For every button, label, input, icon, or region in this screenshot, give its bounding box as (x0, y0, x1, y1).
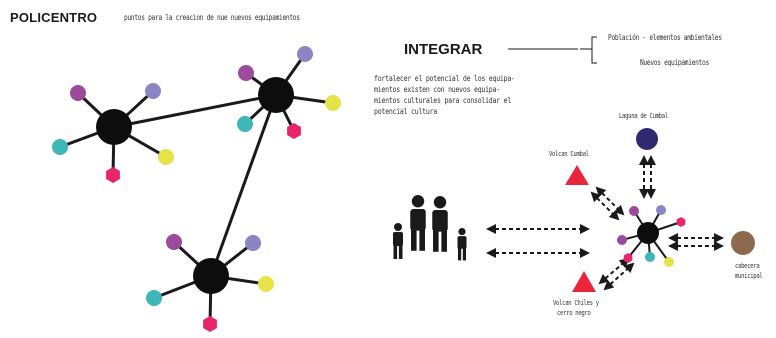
blue-node (145, 83, 161, 99)
policentro-hub-right (258, 77, 294, 113)
pink-node (623, 253, 633, 263)
laguna-de-cumbal-node (636, 128, 658, 150)
yellow-node (325, 95, 341, 111)
integrar-heading: INTEGRAR (404, 41, 483, 58)
blue-node (297, 46, 313, 62)
paragraph-line: fortalecer el potencial de los equipa- (374, 74, 515, 83)
population-hub (637, 222, 659, 244)
label-volcan-cumbal: Volcan Cumbal (549, 150, 589, 158)
teal-node (645, 252, 655, 262)
teal-node (237, 116, 253, 132)
cabecera-municipal-node (731, 231, 755, 255)
paragraph-line: mientos existen con nuevos equipa- (374, 85, 500, 94)
connector-line (112, 93, 278, 129)
blue-node (656, 205, 666, 215)
integrar-item-poblacion: Población - elementos ambientales (608, 33, 722, 42)
pink-node (287, 123, 301, 139)
volcan-cumbal-node (565, 165, 589, 185)
teal-node (52, 139, 68, 155)
child-icon (393, 223, 403, 259)
bidirectional-arrow (603, 262, 635, 291)
integrar-paragraph: fortalecer el potencial de los equipa- m… (374, 73, 554, 117)
page-subtitle: puntos para la creacion de nue nuevos eq… (124, 13, 300, 22)
child-icon (457, 228, 467, 261)
yellow-node (258, 276, 274, 292)
yellow-node (158, 149, 174, 165)
policentro-hub-left (96, 109, 132, 145)
label-municipal: municipal (735, 272, 763, 280)
bidirectional-arrow (595, 186, 625, 216)
integrar-item-equipamientos: Nuevos equipamientos (640, 58, 709, 67)
blue-node (245, 235, 261, 251)
label-cabecera: cabecera (735, 262, 760, 270)
paragraph-line: mientos culturales para consolidar el (374, 96, 512, 105)
adult-icon (410, 195, 426, 251)
integrar-brace (580, 36, 597, 64)
pink-node (676, 217, 686, 227)
purple-node (617, 235, 627, 245)
purple-node (629, 206, 639, 216)
label-laguna-de-cumbal: Laguna de Cumbal (619, 112, 668, 120)
connector-line (209, 93, 278, 278)
volcan-chiles-node (572, 271, 596, 292)
adult-icon (432, 196, 448, 252)
purple-node (166, 234, 182, 250)
label-cerro-negro: cerro negro (557, 309, 591, 317)
pink-node (203, 316, 217, 332)
pink-node (106, 167, 120, 183)
bidirectional-arrow (598, 257, 630, 285)
label-volcan-chiles: Volcan Chiles y (553, 299, 599, 307)
page-title: POLICENTRO (10, 10, 98, 25)
teal-node (146, 290, 162, 306)
paragraph-line: potencial cultura (374, 107, 437, 116)
policentro-hub-bottom (193, 258, 229, 294)
purple-node (70, 85, 86, 101)
purple-node (238, 65, 254, 81)
yellow-node (664, 257, 674, 267)
